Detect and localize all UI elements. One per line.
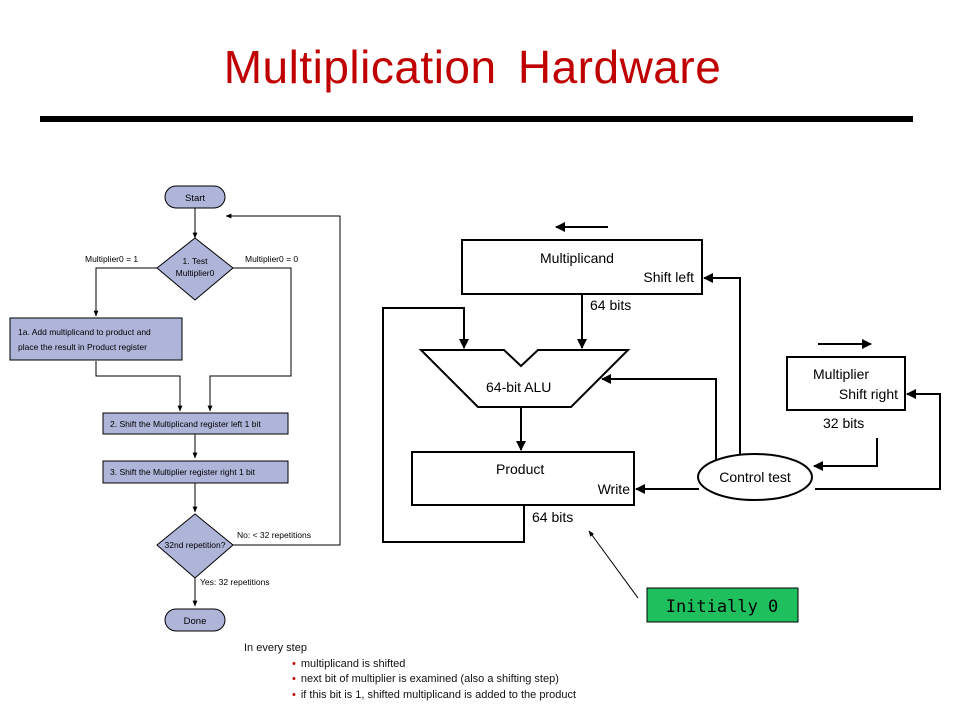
- title-underline: [40, 116, 913, 122]
- wire-control-to-multiplier: [815, 389, 941, 490]
- flow-done-label: Done: [184, 616, 207, 627]
- product-register: Product Write: [411, 451, 635, 506]
- initially-label: Initially 0: [666, 597, 779, 617]
- multiplier-width-label: 32 bits: [823, 415, 864, 431]
- product-label: Product: [496, 461, 544, 477]
- wire-control-to-alu: [601, 374, 717, 460]
- flow-repeat-label: 32nd repetition?: [165, 540, 226, 550]
- flow-start-label: Start: [185, 193, 205, 204]
- control-test: Control test: [697, 453, 813, 501]
- flow-add-to-shift: [95, 361, 183, 412]
- notes-list: multiplicand is shifted next bit of mult…: [244, 657, 576, 704]
- shift-left-label: Shift left: [643, 269, 694, 285]
- write-label: Write: [598, 481, 631, 497]
- flow-test-to-add: [93, 267, 157, 317]
- flow-repeat-yes-label: Yes: 32 repetitions: [200, 577, 270, 587]
- notes-heading: In every step: [244, 642, 307, 654]
- product-width-label: 64 bits: [532, 509, 573, 525]
- flow-repeat-diamond: 32nd repetition?: [156, 513, 234, 579]
- flow-test-label-2: Multiplier0: [176, 268, 215, 278]
- flow-test-diamond: 1. Test Multiplier0: [156, 237, 234, 301]
- flow-start: Start: [164, 185, 226, 209]
- initially-callout: Initially 0: [646, 587, 799, 623]
- flow-branch-yes-label: Multiplier0 = 1: [85, 254, 138, 264]
- flow-test-to-shift: [207, 267, 292, 412]
- notes-item: next bit of multiplier is examined (also…: [292, 672, 576, 688]
- flow-done: Done: [164, 608, 226, 632]
- multiplicand-register: Multiplicand Shift left: [461, 239, 703, 295]
- flow-step-3-label: 3. Shift the Multiplier register right 1…: [110, 467, 256, 477]
- hardware-wires: [382, 222, 941, 543]
- flow-branch-no-label: Multiplier0 = 0: [245, 254, 298, 264]
- flow-loop-back: [225, 213, 341, 546]
- alu: 64-bit ALU: [418, 349, 631, 408]
- multiplicand-label: Multiplicand: [540, 250, 614, 266]
- multiplier-label: Multiplier: [813, 366, 869, 382]
- step-notes: In every step multiplicand is shifted ne…: [244, 641, 576, 703]
- initially-pointer: [588, 530, 639, 599]
- flow-step-1a: 1a. Add multiplicand to product and plac…: [9, 317, 183, 361]
- notes-item: multiplicand is shifted: [292, 657, 576, 673]
- flow-test-label-1: 1. Test: [183, 256, 209, 266]
- wire-product-feedback: [382, 307, 525, 543]
- flow-step-3: 3. Shift the Multiplier register right 1…: [102, 460, 289, 484]
- control-test-label: Control test: [719, 469, 791, 485]
- notes-item: if this bit is 1, shifted multiplicand i…: [292, 688, 576, 704]
- flowchart: [93, 208, 341, 607]
- wire-multiplier-to-control: [813, 438, 878, 471]
- flow-step-1a-label-2: place the result in Product register: [18, 342, 147, 352]
- wire-control-to-multiplicand: [703, 273, 741, 457]
- flow-step-1a-label-1: 1a. Add multiplicand to product and: [18, 327, 151, 337]
- page-title: Multiplication Hardware: [223, 41, 722, 93]
- flow-step-2: 2. Shift the Multiplicand register left …: [102, 412, 289, 435]
- multiplier-register: Multiplier Shift right: [786, 356, 906, 411]
- flow-repeat-no-label: No: < 32 repetitions: [237, 530, 311, 540]
- multiplicand-width-label: 64 bits: [590, 297, 631, 313]
- shift-right-label: Shift right: [839, 386, 898, 402]
- alu-label: 64-bit ALU: [486, 379, 551, 395]
- flow-step-2-label: 2. Shift the Multiplicand register left …: [110, 419, 261, 429]
